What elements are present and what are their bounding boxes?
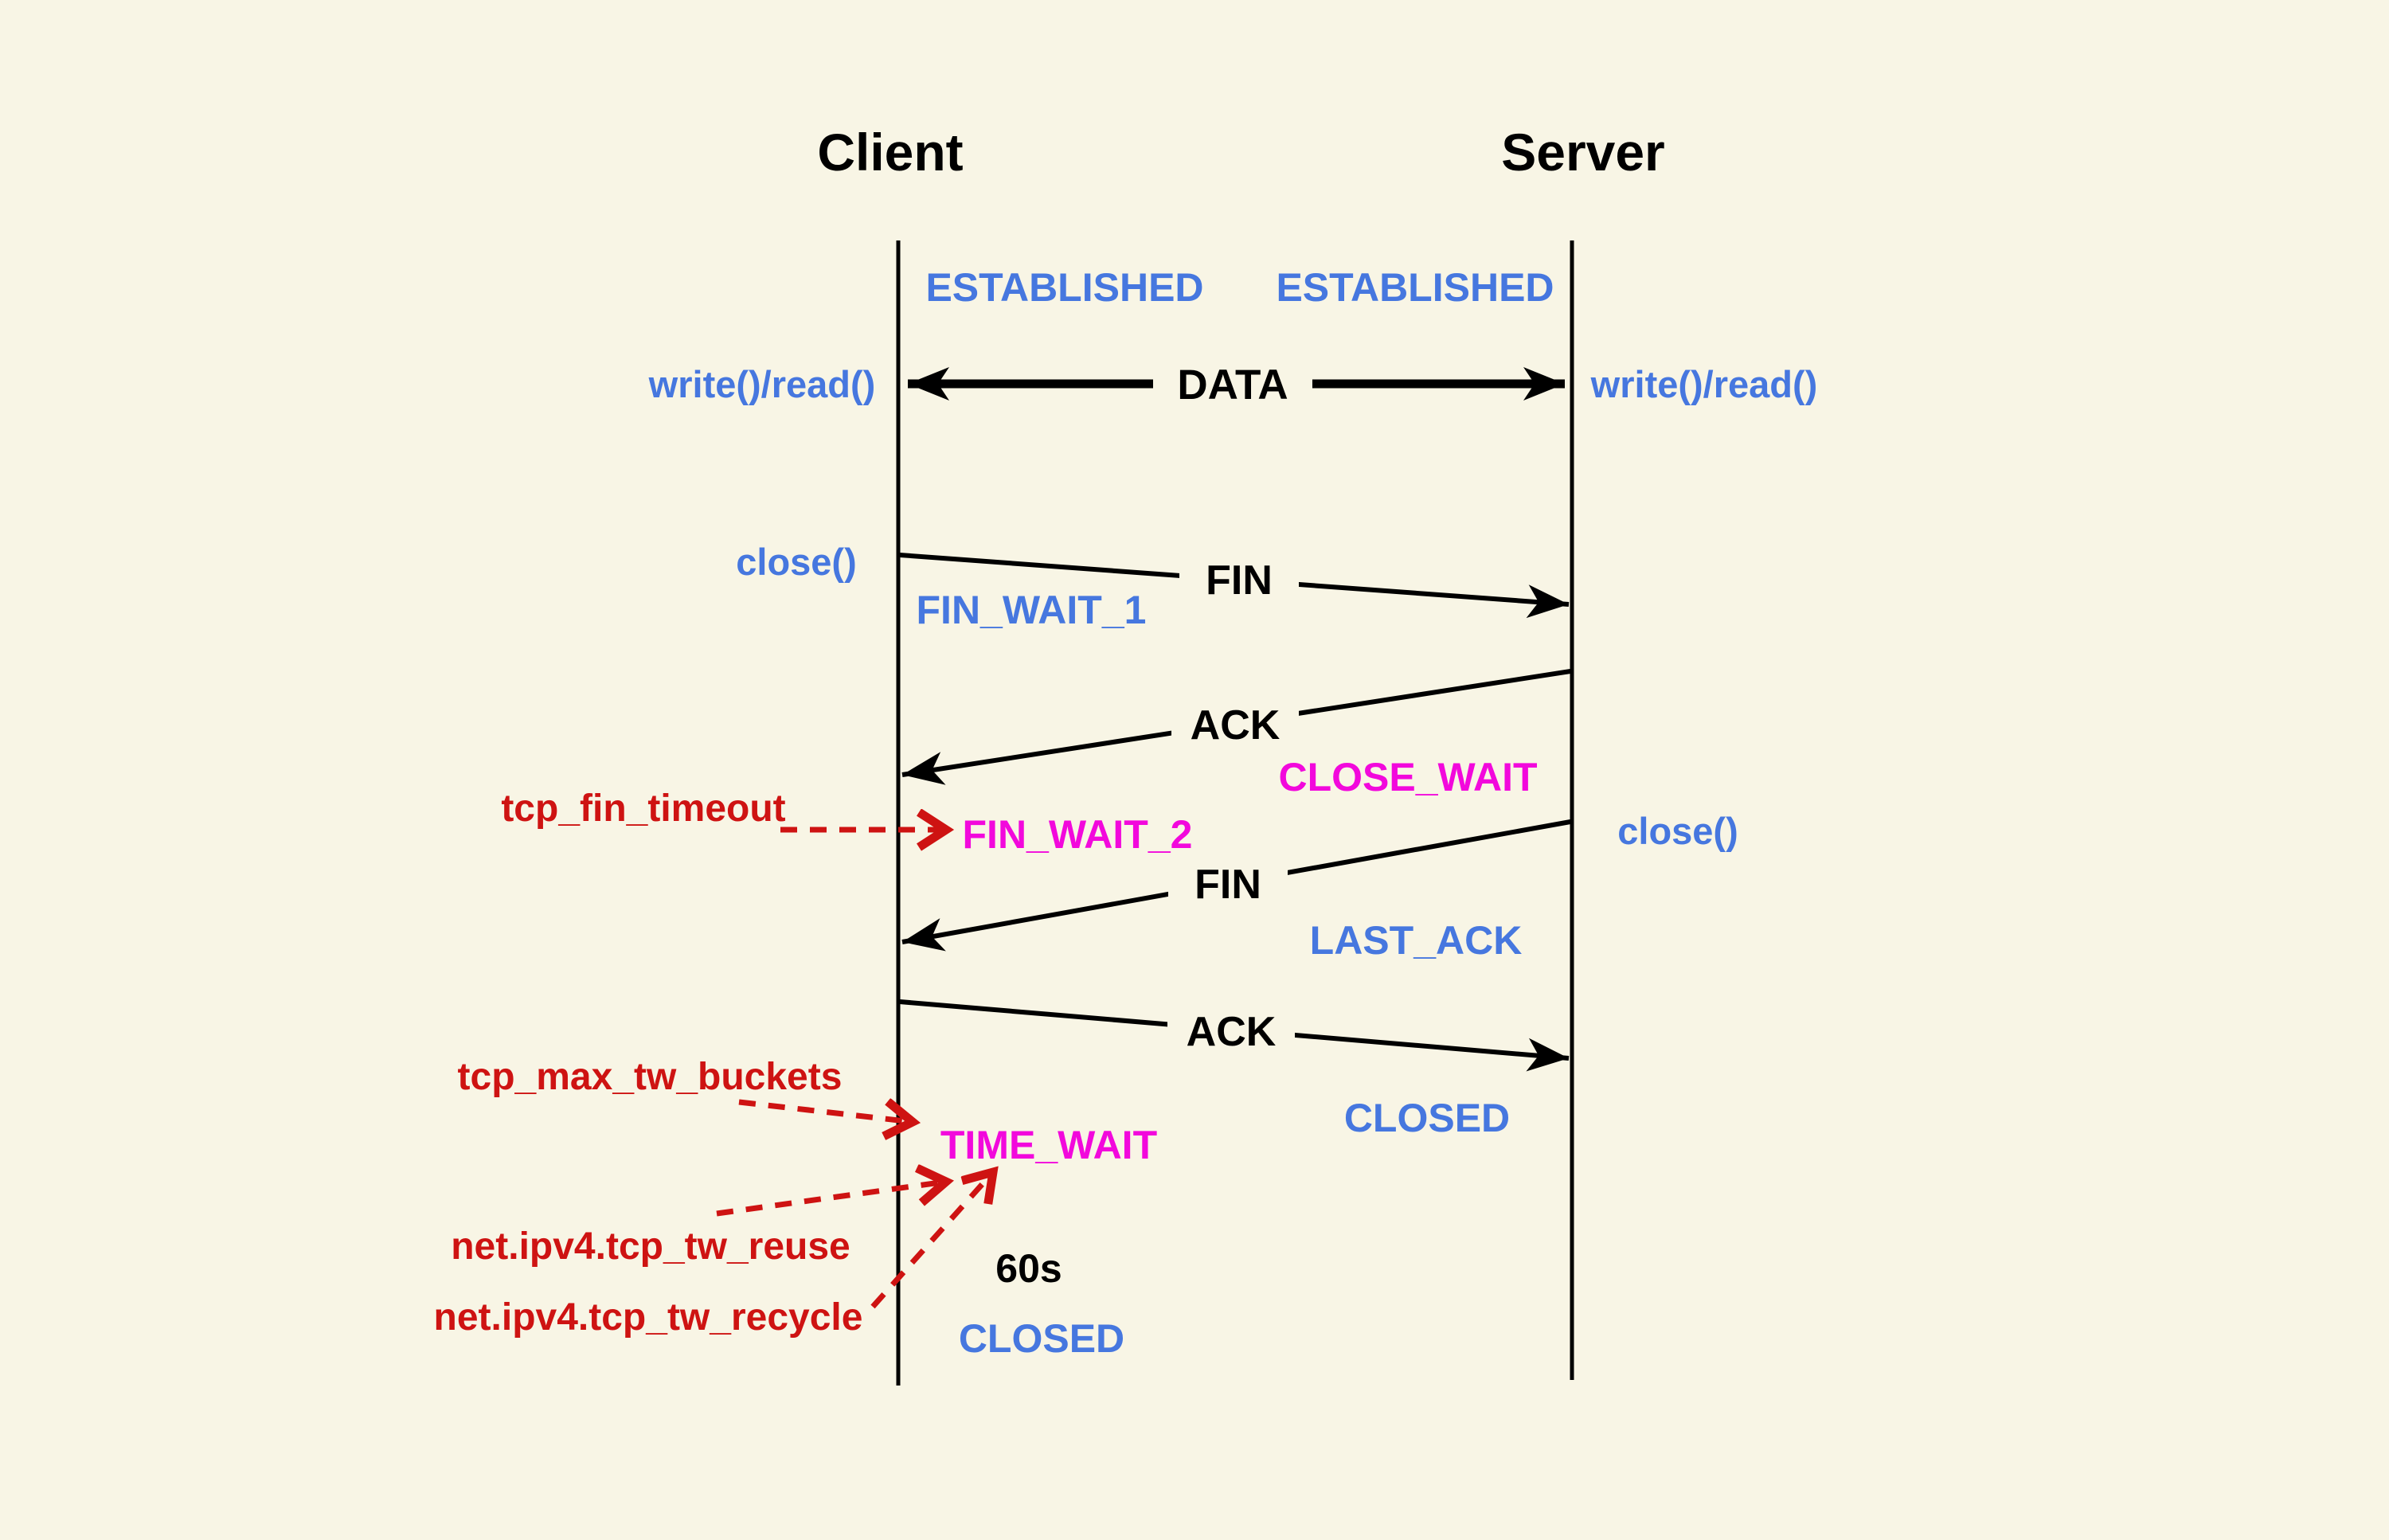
fin2-label-backdrop	[1168, 855, 1288, 913]
time-wait-duration-note: 60s	[995, 1246, 1062, 1291]
server-write-read-call: write()/read()	[1590, 363, 1818, 405]
fin1-message-label: FIN	[1206, 557, 1273, 604]
tcp-max-tw-buckets-label: tcp_max_tw_buckets	[458, 1056, 843, 1098]
tcp-fin-timeout-label: tcp_fin_timeout	[501, 788, 785, 830]
tcp-tw-reuse-arrow	[716, 1182, 946, 1217]
fin1-label-backdrop	[1179, 551, 1299, 608]
close-wait-state: CLOSE_WAIT	[1278, 755, 1537, 799]
tcp-tw-recycle-arrow	[870, 1172, 993, 1309]
server-closed-state: CLOSED	[1344, 1096, 1510, 1140]
client-write-read-call: write()/read()	[648, 363, 876, 405]
tcp-tw-reuse-label: net.ipv4.tcp_tw_reuse	[451, 1225, 850, 1268]
time-wait-state: TIME_WAIT	[940, 1123, 1157, 1167]
client-closed-state: CLOSED	[959, 1316, 1124, 1361]
ack1-message-label: ACK	[1191, 702, 1281, 749]
ack2-message-label: ACK	[1187, 1009, 1277, 1055]
ack2-label-backdrop	[1167, 1003, 1295, 1060]
server-established-state: ESTABLISHED	[1276, 265, 1554, 310]
data-message-label: DATA	[1177, 362, 1288, 408]
client-title: Client	[817, 123, 963, 182]
server-title: Server	[1501, 123, 1665, 182]
last-ack-state: LAST_ACK	[1310, 918, 1523, 963]
data-label-backdrop	[1153, 355, 1312, 412]
fin2-message-label: FIN	[1194, 862, 1261, 908]
tcp-tw-recycle-label: net.ipv4.tcp_tw_recycle	[434, 1296, 863, 1339]
fin-wait-1-state: FIN_WAIT_1	[917, 588, 1147, 632]
ack1-label-backdrop	[1171, 696, 1299, 753]
server-close-call: close()	[1617, 810, 1738, 852]
client-close-call: close()	[736, 541, 857, 583]
fin-wait-2-state: FIN_WAIT_2	[963, 812, 1193, 857]
client-established-state: ESTABLISHED	[925, 265, 1203, 310]
